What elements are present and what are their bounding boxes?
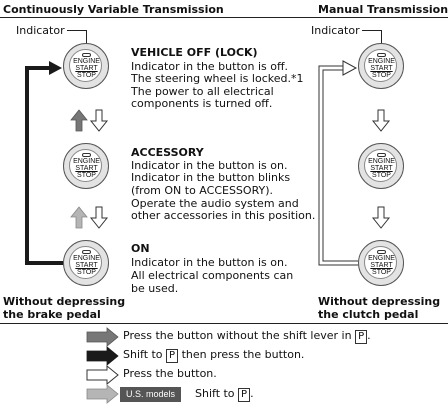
shift-p-box: P <box>355 330 368 344</box>
indicator-lamp-icon <box>82 53 91 57</box>
us-models-badge: U.S. models <box>120 387 182 402</box>
caption-cvt-line2: the brake pedal <box>3 308 101 321</box>
state-line: other accessories in this position. <box>131 209 316 222</box>
state-line: components is turned off. <box>131 97 273 110</box>
shift-p-box: P <box>238 388 251 402</box>
white-down-arrow-icon <box>371 109 391 132</box>
legend-row-2: Shift to P then press the button. <box>123 348 305 363</box>
indicator-leader-manual-v <box>381 30 382 46</box>
legend-light-gray-arrow-icon <box>86 384 119 404</box>
indicator-lamp-icon <box>82 153 91 157</box>
light-gray-up-arrow-icon <box>70 206 88 229</box>
white-down-arrow-icon <box>89 206 109 229</box>
state-title-accessory: ACCESSORY <box>131 146 204 159</box>
legend-gray-arrow-icon <box>86 327 119 347</box>
indicator-label-cvt: Indicator <box>16 24 65 37</box>
transmission-power-mode-page: Continuously Variable Transmission Manua… <box>0 3 448 404</box>
indicator-leader-cvt-v <box>86 30 87 46</box>
manual-loop-outline <box>318 65 358 266</box>
legend-black-arrow-icon <box>86 346 119 366</box>
indicator-lamp-icon <box>377 250 386 254</box>
cvt-header: Continuously Variable Transmission <box>3 3 224 16</box>
legend-row-1: Press the button without the shift lever… <box>123 329 371 344</box>
indicator-lamp-icon <box>377 153 386 157</box>
state-line: All electrical components can <box>131 269 294 282</box>
state-line: Operate the audio system and <box>131 197 299 210</box>
state-line: Indicator in the button is on. <box>131 256 288 269</box>
caption-cvt-line1: Without depressing <box>3 295 126 308</box>
black-arrow-icon <box>49 61 62 75</box>
engine-start-stop-button-off-manual: ENGINE START STOP <box>358 43 404 89</box>
caption-manual-line2: the clutch pedal <box>318 308 419 321</box>
header-divider <box>0 17 448 18</box>
engine-start-stop-button-on-cvt: ENGINE START STOP <box>63 240 109 286</box>
manual-header: Manual Transmission <box>318 3 448 16</box>
caption-manual-line1: Without depressing <box>318 295 441 308</box>
engine-start-stop-button-accessory-cvt: ENGINE START STOP <box>63 143 109 189</box>
white-down-arrow-icon <box>89 109 109 132</box>
legend-arrows <box>86 327 119 404</box>
white-arrow-icon <box>342 60 358 76</box>
state-line: Indicator in the button blinks <box>131 171 291 184</box>
legend-row-3: Press the button. <box>123 367 217 380</box>
legend-white-arrow-icon <box>86 364 119 386</box>
gray-up-arrow-icon <box>70 109 88 132</box>
manual-loop-fill <box>319 66 358 265</box>
cvt-loop-line <box>25 66 63 265</box>
state-line: Indicator in the button is on. <box>131 159 288 172</box>
state-line: Indicator in the button is off. <box>131 60 289 73</box>
indicator-lamp-icon <box>82 250 91 254</box>
indicator-leader-manual-h <box>362 30 381 31</box>
indicator-label-manual: Indicator <box>311 24 360 37</box>
state-line: (from ON to ACCESSORY). <box>131 184 274 197</box>
indicator-leader-cvt-h <box>67 30 86 31</box>
engine-start-stop-button-on-manual: ENGINE START STOP <box>358 240 404 286</box>
state-title-off: VEHICLE OFF (LOCK) <box>131 46 258 59</box>
shift-p-box: P <box>166 349 179 363</box>
state-title-on: ON <box>131 242 150 255</box>
legend-divider <box>0 323 448 324</box>
legend-row-4: Shift to P. <box>195 387 254 402</box>
state-line: be used. <box>131 282 179 295</box>
flow-arrows <box>25 60 391 266</box>
white-down-arrow-icon <box>371 206 391 229</box>
engine-start-stop-button-accessory-manual: ENGINE START STOP <box>358 143 404 189</box>
state-line: The steering wheel is locked.*1 <box>131 72 304 85</box>
engine-start-stop-button-off-cvt: ENGINE START STOP <box>63 43 109 89</box>
state-line: The power to all electrical <box>131 85 274 98</box>
indicator-lamp-icon <box>377 53 386 57</box>
